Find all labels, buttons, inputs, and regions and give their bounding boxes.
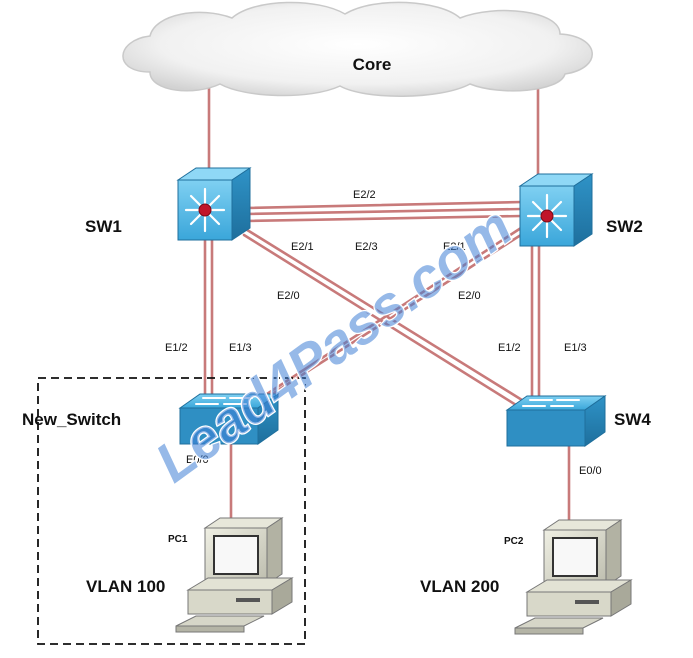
link-sw2-new-b [242, 231, 526, 414]
link-sw1-sw2-b [242, 207, 524, 216]
port-label-left-e13: E1/3 [229, 342, 252, 354]
sw1-label: SW1 [85, 217, 122, 236]
vlan-200-label: VLAN 200 [420, 577, 499, 596]
port-label-right-e12: E1/2 [498, 342, 521, 354]
port-label-right-e13: E1/3 [564, 342, 587, 354]
port-label-sw4-e00: E0/0 [579, 465, 602, 477]
pc1-computer-icon[interactable] [175, 517, 294, 633]
link-sw1-sw2-a [242, 200, 524, 210]
vlan-100-label: VLAN 100 [86, 577, 165, 596]
core-cloud: Core [122, 1, 593, 97]
sw4-label: SW4 [614, 410, 651, 429]
port-label-new-e00: E0/0 [186, 454, 209, 466]
link-sw2-new-a [248, 224, 526, 407]
new-switch-label: New_Switch [22, 410, 121, 429]
pc1-label: PC1 [168, 534, 188, 545]
links [203, 76, 571, 530]
new-switch-icon[interactable] [178, 393, 280, 445]
port-label-sw2-e21: E2/1 [443, 241, 466, 253]
port-label-sw1-e21: E2/1 [291, 241, 314, 253]
pc2-computer-icon[interactable] [514, 519, 633, 635]
port-label-left-e12: E1/2 [165, 342, 188, 354]
core-label: Core [353, 55, 392, 74]
link-sw1-sw2-c [242, 214, 524, 223]
port-label-sw2-e20: E2/0 [458, 290, 481, 302]
port-label-sw1-e20: E2/0 [277, 290, 300, 302]
sw2-multilayer-switch-icon[interactable] [518, 173, 594, 247]
pc2-label: PC2 [504, 536, 524, 547]
port-label-e23: E2/3 [355, 241, 378, 253]
port-label-sw1-sw2-e22: E2/2 [353, 189, 376, 201]
sw2-label: SW2 [606, 217, 643, 236]
port-labels: E2/2 E2/1 E2/3 E2/1 E2/0 E2/0 E1/2 E1/3 … [165, 189, 602, 477]
sw1-multilayer-switch-icon[interactable] [176, 167, 252, 241]
vlan100-boundary [37, 377, 306, 645]
link-sw1-sw4-a [242, 226, 524, 402]
sw4-switch-icon[interactable] [505, 395, 607, 447]
